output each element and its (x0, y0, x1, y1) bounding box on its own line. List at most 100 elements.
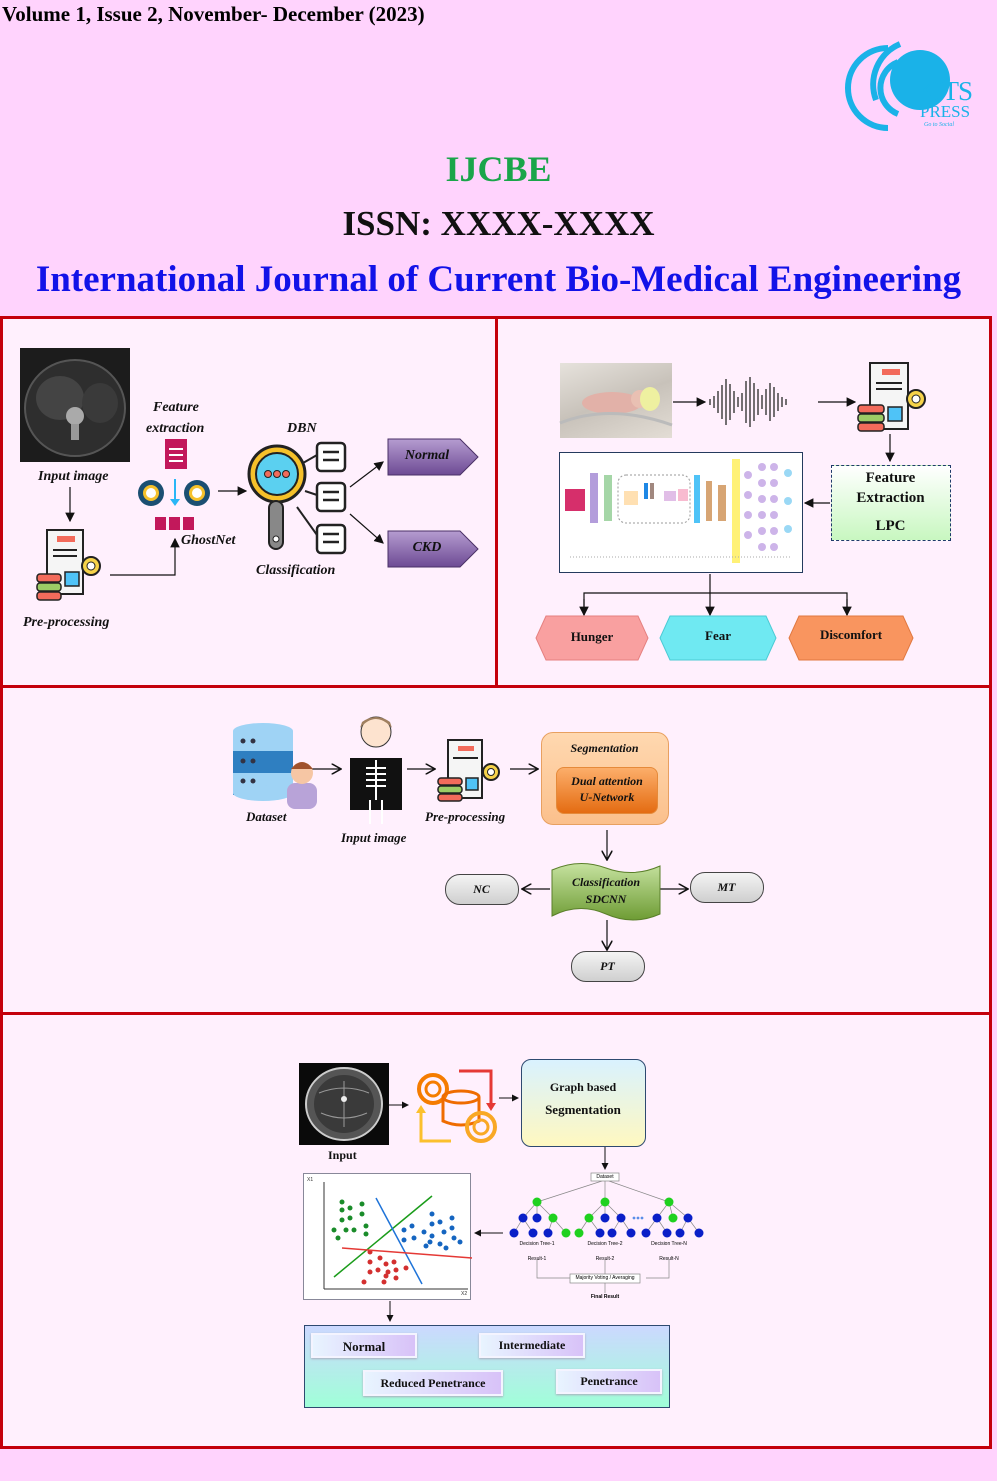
output-intermediate-label: Intermediate (498, 1338, 566, 1352)
input-label: Input (328, 1148, 357, 1162)
classification-line2: SDCNN (585, 892, 627, 906)
classification-label: Classification (256, 563, 336, 578)
output-ckd-tag: CKD (387, 530, 479, 568)
cry-arrows (579, 377, 895, 617)
hexagon-shape (659, 615, 777, 661)
dataset-database-icon (233, 723, 317, 809)
random-forest-figure: Dataset Decision Tree-1 Decision Tree-2 … (503, 1170, 704, 1305)
dataset-label: Dataset (246, 809, 287, 824)
output-ckd-label: CKD (412, 540, 442, 555)
output-normal: Normal (311, 1333, 417, 1358)
ckd-arrows (65, 461, 384, 576)
xray-person-icon (350, 716, 402, 824)
output-discomfort-label: Discomfort (819, 627, 883, 642)
ct-scan-graphic (24, 359, 126, 457)
output-discomfort: Discomfort (788, 615, 914, 661)
result-2-label: Result-2 (595, 1256, 615, 1262)
hexagon-shape (535, 615, 649, 661)
ct-scan-image (20, 348, 130, 462)
input-image-label: Input image (38, 469, 109, 484)
brain-mri-image (299, 1063, 389, 1145)
output-hunger-label: Hunger (570, 629, 614, 644)
cnn-architecture-figure (559, 452, 803, 573)
brain-mri-graphic (305, 1067, 383, 1141)
output-mt: MT (690, 872, 764, 903)
preprocessing-label: Pre-processing (23, 615, 110, 630)
journal-abbreviation: IJCBE (445, 149, 552, 189)
feature-box-line1: Feature (865, 470, 916, 486)
output-reduced-penetrance: Reduced Penetrance (363, 1370, 503, 1396)
output-normal-label: Normal (342, 1339, 386, 1354)
audio-waveform-icon (709, 377, 787, 427)
scatter-axis-y-label: X1 (307, 1177, 314, 1183)
kits-press-logo: KITS PRESS Go to Social (845, 40, 993, 135)
classification-sdcnn-box: Classification SDCNN (551, 860, 661, 922)
issn: ISSN: XXXX-XXXX (342, 204, 655, 243)
output-normal-tag: Normal (387, 438, 479, 476)
final-result-label: Final Result (590, 1294, 620, 1300)
majority-voting-label: Majority Voting / Averaging (575, 1275, 635, 1281)
panel-xray-diagram: Dataset Input image Pre-processing Segme… (0, 685, 992, 1015)
svm-scatter-figure: X1 X2 (303, 1173, 473, 1300)
random-forest-graphic (509, 1172, 704, 1293)
feature-label-line2: extraction (146, 421, 205, 436)
output-hunger: Hunger (535, 615, 649, 661)
feature-label-line1: Feature (153, 400, 199, 415)
ghostnet-label: GhostNet (181, 533, 236, 548)
classification-line1: Classification (571, 875, 640, 889)
magnifier-classification-icon (247, 441, 347, 555)
dual-attention-unet-box: Dual attention U-Network (556, 767, 658, 814)
pentagon-tag-shape (387, 530, 479, 568)
logo-name: KITS (916, 76, 973, 106)
hexagon-shape (788, 615, 914, 661)
segmentation-title: Segmentation (570, 741, 639, 755)
output-fear: Fear (659, 615, 777, 661)
brain-outputs-box: Normal Intermediate Reduced Penetrance P… (304, 1325, 670, 1408)
output-intermediate: Intermediate (479, 1333, 585, 1358)
result-n-label: Result-N (659, 1256, 679, 1262)
xray-arrows (312, 688, 995, 1018)
cnn-architecture-graphic (565, 459, 792, 563)
pentagon-tag-shape (387, 438, 479, 476)
gear-database-icon (416, 1069, 497, 1143)
feature-box-line2: Extraction (856, 490, 925, 506)
infant-photo (559, 363, 673, 438)
wavy-banner-shape (551, 863, 661, 921)
svm-scatter-graphic (323, 1182, 473, 1290)
infant-graphic (559, 387, 673, 427)
output-pt-label: PT (600, 959, 615, 973)
feature-extraction-lpc-box: Feature Extraction LPC (831, 465, 951, 541)
result-1-label: Result-1 (527, 1256, 547, 1262)
segmentation-line1: Graph based (549, 1080, 617, 1094)
preprocessing-icon (36, 529, 101, 601)
output-nc-label: NC (473, 882, 490, 896)
feature-preprocessing-icon (857, 362, 926, 432)
graph-segmentation-box: Graph based Segmentation (521, 1059, 646, 1147)
scatter-axis-x-label: X2 (461, 1291, 468, 1297)
output-normal-label: Normal (404, 448, 450, 463)
panel-ckd-diagram: Input image Pre-processing Feature extra… (0, 316, 498, 688)
volume-info: Volume 1, Issue 2, November- December (2… (2, 2, 425, 26)
segmentation-inner-line2: U-Network (579, 790, 635, 804)
segmentation-line2: Segmentation (545, 1102, 621, 1117)
ghostnet-gears-icon (138, 439, 210, 530)
journal-title: International Journal of Current Bio-Med… (35, 259, 962, 300)
decision-tree-1-label: Decision Tree-1 (519, 1241, 555, 1247)
segmentation-inner-line1: Dual attention (571, 774, 643, 788)
output-pt: PT (571, 951, 645, 982)
output-penetrance: Penetrance (556, 1369, 662, 1394)
output-penetrance-label: Penetrance (580, 1374, 638, 1388)
decision-tree-n-label: Decision Tree-N (651, 1241, 687, 1247)
output-reduced-penetrance-label: Reduced Penetrance (380, 1376, 486, 1390)
panel-infant-cry-diagram: Feature Extraction LPC Hunger Fear Disco… (495, 316, 992, 688)
output-fear-label: Fear (705, 628, 731, 643)
input-image-label: Input image (341, 830, 407, 845)
logo-sub: PRESS (920, 102, 971, 121)
dbn-label: DBN (287, 421, 317, 436)
logo-tagline: Go to Social (924, 122, 954, 128)
forest-dataset-label: Dataset (596, 1174, 614, 1180)
decision-tree-2-label: Decision Tree-2 (587, 1241, 623, 1247)
brain-arrows (386, 1094, 609, 1322)
preprocessing-icon (437, 739, 500, 802)
output-nc: NC (445, 874, 519, 905)
